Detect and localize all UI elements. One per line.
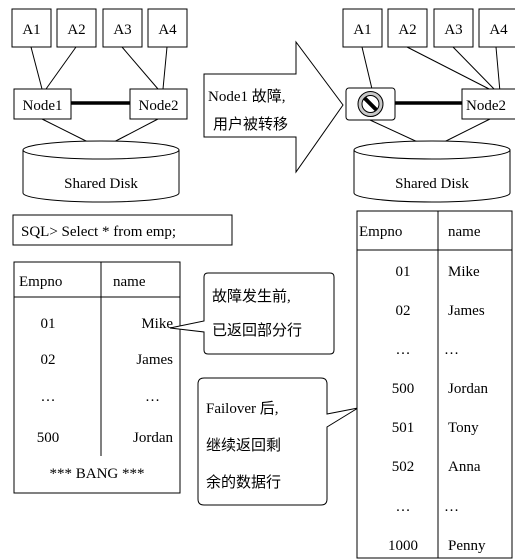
prohibited-icon: [357, 91, 384, 117]
node2-box: [461, 88, 515, 120]
app-label-a1: A1: [22, 22, 40, 38]
app-box-a4: [147, 8, 188, 48]
callout-before-line2: 已返回部分行: [212, 322, 302, 339]
sql-query-box: [12, 214, 233, 246]
after-failover-table: Empno name 01 Mike 02 James … … 500 Jord…: [356, 210, 513, 559]
table-cell-empno: 1000: [388, 538, 418, 554]
crash-marker-text: *** BANG ***: [49, 466, 144, 482]
callout-after-line3: 余的数据行: [206, 473, 281, 491]
callout-before-line1: 故障发生前,: [212, 287, 291, 305]
app-label-a4: A4: [489, 22, 508, 38]
sql-query-text: SQL> Select * from emp;: [21, 224, 176, 240]
table-header-name: name: [448, 224, 481, 240]
table-header-name: name: [113, 274, 146, 290]
shared-disk-right-label: Shared Disk: [395, 176, 469, 192]
table-header-empno: Empno: [359, 224, 402, 240]
table-cell-empno: 500: [392, 381, 415, 397]
table-header-empno: Empno: [19, 274, 62, 290]
right-disk-connectors: [369, 118, 491, 145]
table-cell-name: James: [448, 303, 485, 319]
node1-label: Node1: [23, 98, 63, 114]
table-cell-empno: 502: [392, 459, 415, 475]
table-cell-name: …: [444, 342, 459, 358]
right-app-connectors: [361, 46, 501, 93]
arrow-text-line1: Node1 故障,: [208, 87, 286, 105]
table-cell-empno: 501: [392, 420, 415, 436]
table-cell-empno: 02: [396, 303, 411, 319]
callout-after-line1: Failover 后,: [206, 400, 279, 417]
table-cell-empno: …: [41, 389, 56, 405]
failover-arrow: Node1 故障, 用户被转移: [203, 40, 344, 174]
left-disk-connectors: [41, 118, 159, 145]
right-app-boxes: A1 A2 A3 A4: [342, 8, 515, 48]
callout-before-failure: 故障发生前, 已返回部分行: [169, 272, 335, 355]
node2-label: Node2: [466, 98, 506, 114]
table-cell-empno: …: [396, 499, 411, 515]
app-box-a2: [387, 8, 428, 48]
table-cell-name: …: [145, 389, 160, 405]
arrow-text-line2: 用户被转移: [213, 116, 288, 133]
table-cell-name: Penny: [448, 538, 486, 554]
left-app-connectors: [30, 46, 168, 90]
table-cell-name: Jordan: [448, 381, 488, 397]
node1-box: [13, 88, 72, 120]
table-cell-name: James: [136, 352, 173, 368]
table-cell-empno: 500: [37, 430, 60, 446]
left-cluster: A1 A2 A3 A4 Node1 Node2 Shared Disk: [11, 8, 188, 203]
table-cell-empno: 01: [396, 264, 411, 280]
callout-after-line2: 继续返回剩: [206, 437, 281, 454]
right-cluster: A1 A2 A3 A4 Node2 Shared Disk: [342, 8, 515, 203]
table-cell-name: Anna: [448, 459, 481, 475]
table-cell-name: Mike: [141, 316, 173, 332]
app-label-a2: A2: [398, 22, 416, 38]
app-label-a4: A4: [158, 22, 177, 38]
shared-disk-left: [22, 140, 180, 203]
table-cell-name: Tony: [448, 420, 479, 436]
node2-box: [129, 88, 188, 120]
table-cell-empno: …: [396, 342, 411, 358]
app-box-a3: [433, 8, 474, 48]
table-cell-name: …: [444, 499, 459, 515]
table-cell-empno: 02: [41, 352, 56, 368]
app-box-a4: [478, 8, 515, 48]
app-label-a3: A3: [113, 22, 131, 38]
app-box-a1: [11, 8, 52, 48]
app-label-a3: A3: [444, 22, 462, 38]
table-cell-name: Mike: [448, 264, 480, 280]
left-app-boxes: A1 A2 A3 A4: [11, 8, 188, 48]
table-cell-empno: 01: [41, 316, 56, 332]
app-box-a2: [56, 8, 97, 48]
callout-after-failover: Failover 后, 继续返回剩 余的数据行: [197, 377, 359, 506]
shared-disk-right: [353, 140, 511, 203]
app-label-a1: A1: [353, 22, 371, 38]
shared-disk-left-label: Shared Disk: [64, 176, 138, 192]
node2-label: Node2: [139, 98, 179, 114]
app-box-a1: [342, 8, 383, 48]
table-cell-name: Jordan: [133, 430, 173, 446]
app-label-a2: A2: [67, 22, 85, 38]
before-failure-table: Empno name 01 Mike 02 James … … 500 Jord…: [13, 261, 181, 494]
